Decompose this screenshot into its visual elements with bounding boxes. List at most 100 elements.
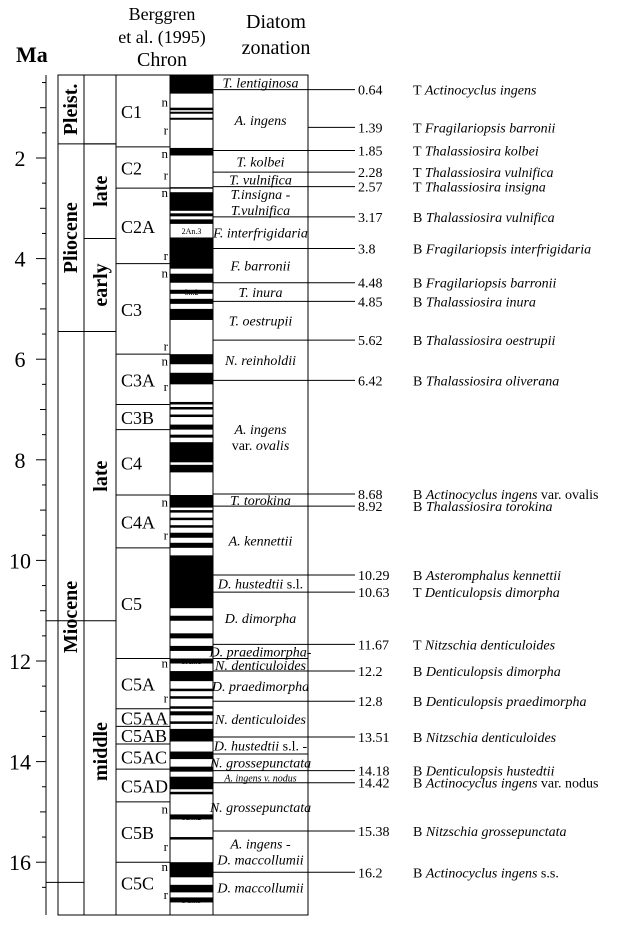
zone-name-part: D. praedimorpha: [211, 680, 309, 695]
zone-name-part: T. kolbei: [237, 155, 285, 170]
ma-tick-label: 10: [9, 548, 31, 573]
polarity-normal-band: [170, 308, 213, 320]
polarity-normal-band: [170, 442, 213, 463]
zone-name: T.insigna -: [231, 188, 291, 203]
chron-label: C3A: [121, 370, 155, 390]
zone-name: F. interfrigidaria: [212, 227, 308, 242]
polarity-chron-label: 5An.2: [182, 672, 202, 681]
zone-name: D. hustedtii s.l. -: [213, 740, 308, 755]
chron-normal-label: n: [162, 266, 169, 281]
datum-age: 10.63: [358, 586, 390, 601]
polarity-normal-band: [170, 354, 213, 365]
polarity-normal-band: [170, 862, 213, 878]
datum-suffix: s.s.: [537, 866, 558, 881]
polarity-normal-band: [170, 633, 213, 639]
datum-event: B Denticulopsis praedimorpha: [413, 695, 586, 710]
polarity-normal-band: [170, 884, 213, 893]
polarity-normal-band: [170, 766, 213, 772]
chron-reversed-label: r: [164, 168, 169, 183]
polarity-normal-band: [170, 434, 213, 438]
zone-name-part: T. vulnifica: [229, 173, 292, 188]
datum-age: 0.64: [358, 84, 383, 99]
datum-taxon: Fragilariopsis interfrigidaria: [425, 243, 591, 258]
datum-age: 12.8: [358, 695, 383, 710]
polarity-chron-label: 5Cn.2: [182, 883, 201, 892]
chron-header-line1: Berggren: [129, 4, 196, 24]
polarity-normal-band: [170, 75, 213, 94]
polarity-normal-band: [170, 464, 213, 473]
zone-name-part: A. ingens: [233, 423, 287, 438]
chron-reversed-label: r: [164, 527, 169, 542]
chron-label: C4: [121, 453, 142, 473]
chron-header-line3: Chron: [137, 49, 187, 71]
datum-taxon: Denticulopsis dimorpha: [424, 586, 560, 601]
zone-name-part: T. inura: [238, 286, 282, 301]
ma-header: Ma: [16, 42, 48, 67]
datum-event: B Nitzschia denticuloides: [413, 731, 557, 746]
zone-name-part: D. hustedtii: [217, 578, 283, 593]
subepoch-label: middle: [90, 722, 112, 781]
zone-name-part: N. denticuloides: [214, 713, 307, 728]
datum-event: T Thalassiosira vulnifica: [413, 166, 554, 181]
datum-taxon: Thalassiosira insigna: [425, 181, 546, 196]
datum-age: 1.39: [358, 121, 383, 136]
datum-age: 12.2: [358, 665, 383, 680]
datum-taxon: Thalassiosira oliverana: [426, 374, 559, 389]
polarity-normal-band: [170, 406, 213, 410]
datum-taxon: Denticulopsis dimorpha: [425, 665, 561, 680]
datum-age: 11.67: [358, 638, 389, 653]
zone-name: T. lentiginosa: [223, 76, 299, 91]
datum-taxon: Thalassiosira kolbei: [425, 144, 539, 159]
column-frame: [57, 74, 309, 916]
datum-event: T Thalassiosira insigna: [413, 181, 546, 196]
datum-type: T: [413, 166, 425, 181]
zone-name: A. ingens: [233, 423, 287, 438]
datum-event: B Nitzschia grossepunctata: [413, 825, 567, 840]
zone-name: T. torokina: [230, 494, 291, 509]
datum-age: 3.17: [358, 211, 383, 226]
datum-taxon: Denticulopsis praedimorpha: [425, 695, 587, 710]
datum-taxon: Thalassiosira inura: [426, 295, 536, 310]
datum-type: B: [413, 569, 426, 584]
polarity-normal-band: [170, 401, 213, 405]
chron-label: C5AA: [121, 709, 168, 729]
datum-event: B Thalassiosira oestrupii: [413, 334, 555, 349]
chron-normal-label: n: [162, 859, 169, 874]
polarity-normal-band: [170, 495, 213, 508]
zone-name: A. kennettii: [228, 535, 293, 550]
chron-reversed-label: r: [164, 691, 169, 706]
datum-taxon: Actinocyclus ingens: [425, 866, 538, 881]
datum-type: B: [413, 500, 426, 515]
datum-age: 2.28: [358, 166, 383, 181]
diatom-header-line1: Diatom: [246, 11, 306, 33]
chron-label: C5C: [121, 873, 154, 893]
datum-event: T Denticulopsis dimorpha: [413, 586, 560, 601]
zone-name-part: D. hustedtii: [213, 740, 279, 755]
chron-label: C5AB: [121, 726, 167, 746]
datum-age: 6.42: [358, 374, 383, 389]
chron-reversed-label: r: [164, 122, 169, 137]
datum-event: B Actinocyclus ingens s.s.: [413, 866, 559, 881]
zone-name: D. dimorpha: [224, 612, 297, 627]
zone-name: D. maccollumii: [216, 854, 303, 869]
chron-reversed-label: r: [164, 839, 169, 854]
zone-name-part: s.l.: [283, 578, 303, 593]
datum-event: T Actinocyclus ingens: [413, 84, 537, 99]
polarity-normal-band: [170, 728, 213, 742]
datum-type: B: [413, 731, 426, 746]
ma-tick-label: 8: [15, 448, 26, 473]
polarity-chron-label: 3n.4: [185, 310, 199, 319]
polarity-normal-band: [170, 897, 213, 903]
polarity-normal-band: [170, 192, 213, 211]
zone-name: T. oestrupii: [229, 315, 293, 330]
chron-reversed-label: r: [164, 379, 169, 394]
polarity-normal-band: [170, 615, 213, 621]
chron-label: C5: [121, 594, 142, 614]
zone-name: D. praedimorpha: [211, 680, 309, 695]
datum-event: T Thalassiosira kolbei: [413, 144, 539, 159]
zone-name-part: D. dimorpha: [224, 612, 297, 627]
zone-name-part: F. barronii: [230, 260, 291, 275]
chron-label: C2A: [121, 217, 155, 237]
datum-event: B Thalassiosira vulnifica: [413, 211, 555, 226]
